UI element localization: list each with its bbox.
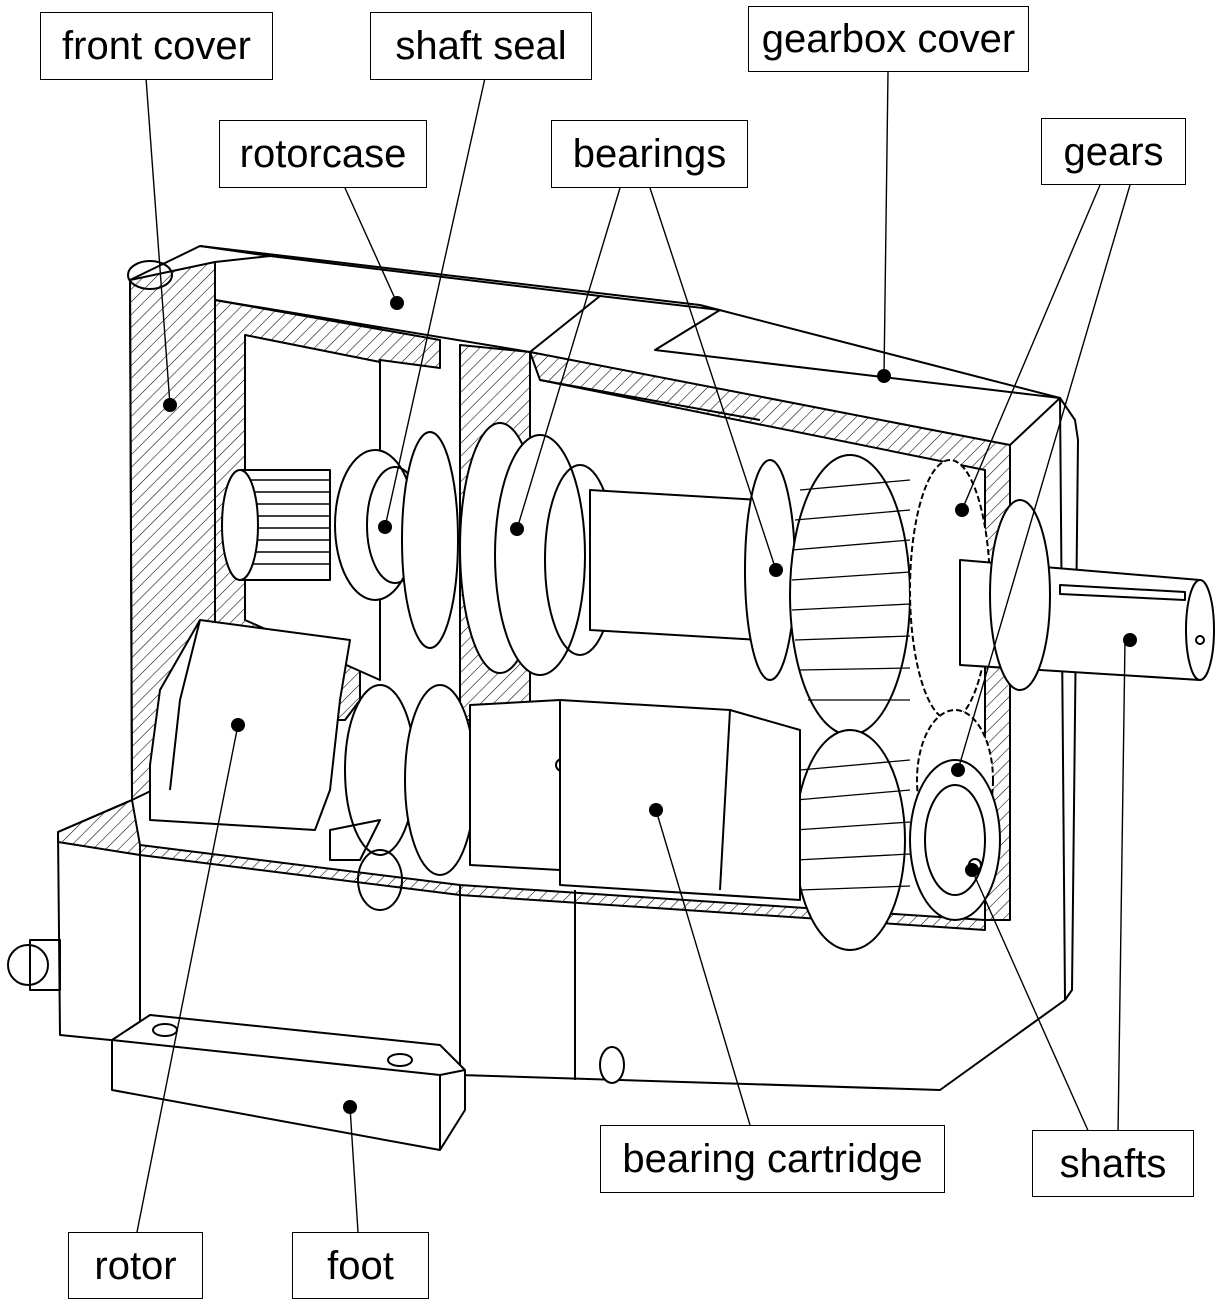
bearing-cartridge xyxy=(559,699,801,901)
lower-shaft xyxy=(329,684,1001,921)
label-gears: gears xyxy=(1041,118,1186,185)
label-shaft-seal: shaft seal xyxy=(370,12,592,80)
output-shaft xyxy=(959,499,1215,691)
base-block xyxy=(57,799,986,1080)
leader-lines xyxy=(136,71,1131,1233)
drain-plug xyxy=(599,1046,625,1084)
label-foot: foot xyxy=(292,1232,429,1299)
upper-shaft xyxy=(221,422,796,681)
label-front-cover: front cover xyxy=(40,12,273,80)
label-bearing-cartridge: bearing cartridge xyxy=(600,1125,945,1193)
label-bearings: bearings xyxy=(551,120,748,188)
label-shafts: shafts xyxy=(1032,1130,1194,1197)
label-rotor: rotor xyxy=(68,1232,203,1299)
foot xyxy=(111,1014,466,1151)
label-gearbox-cover: gearbox cover xyxy=(748,6,1029,72)
rotor xyxy=(149,619,351,831)
leader-dots xyxy=(163,296,1137,1114)
label-rotorcase: rotorcase xyxy=(219,120,427,188)
